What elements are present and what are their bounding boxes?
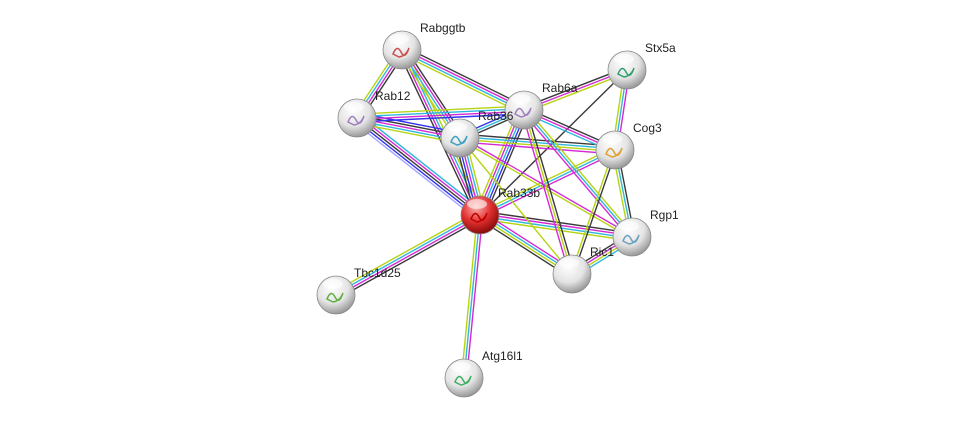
edge-evidence-black xyxy=(356,117,481,216)
edge-evidence-green xyxy=(459,137,573,275)
node-highlight xyxy=(467,199,487,209)
node-highlight xyxy=(389,34,409,44)
edge-rab12-rab6a[interactable] xyxy=(356,105,525,123)
edge-evidence-magenta xyxy=(521,111,631,240)
edge-rab36-ric1[interactable] xyxy=(459,137,573,275)
protein-structure-icon xyxy=(450,135,468,146)
edge-evidence-blue xyxy=(354,119,479,218)
edge-evidence-magenta xyxy=(480,213,633,237)
node-label: Tbc1d25 xyxy=(354,266,401,280)
node-label: Rab6a xyxy=(542,81,578,95)
edge-evidence-magenta xyxy=(400,50,480,216)
node-highlight xyxy=(344,102,364,112)
edge-evidence-green xyxy=(570,149,615,274)
edge-evidence-green xyxy=(525,107,635,236)
edge-evidence-cyan xyxy=(460,136,616,150)
edge-evidence-green xyxy=(356,105,524,115)
edge-evidence-cyan xyxy=(463,214,481,379)
node-rab33b[interactable]: Rab33b xyxy=(460,186,540,235)
node-highlight xyxy=(559,258,579,268)
protein-structure-icon xyxy=(392,47,410,58)
node-label: Ric1 xyxy=(590,245,614,259)
edge-evidence-cyan xyxy=(523,109,633,238)
edge-rab33b-rab12[interactable] xyxy=(353,113,484,220)
node-tbc1d25[interactable]: Tbc1d25 xyxy=(316,266,401,315)
node-highlight xyxy=(323,279,343,289)
protein-structure-icon xyxy=(617,67,635,78)
protein-structure-icon xyxy=(605,147,623,158)
edge-evidence-green xyxy=(459,138,632,239)
node-highlight xyxy=(511,94,531,104)
edge-evidence-magenta xyxy=(336,215,481,297)
edge-evidence-cyan xyxy=(335,213,480,295)
node-label: Cog3 xyxy=(633,121,662,135)
edge-evidence-cyan xyxy=(356,108,524,118)
edge-evidence-green xyxy=(333,210,479,293)
node-rab36[interactable]: Rab36 xyxy=(440,109,514,158)
edge-evidence-black xyxy=(337,217,483,300)
edge-evidence-magenta xyxy=(357,110,525,120)
edge-evidence-black xyxy=(479,69,628,216)
node-highlight xyxy=(447,122,467,132)
node-label: Rgp1 xyxy=(650,208,679,222)
edge-evidence-magenta xyxy=(465,215,484,379)
node-ric1[interactable]: Ric1 xyxy=(552,245,614,294)
edge-evidence-magenta xyxy=(358,115,483,214)
edge-evidence-black xyxy=(572,150,617,275)
edge-rab33b-tbc1d25[interactable] xyxy=(333,210,483,300)
node-label: Rab12 xyxy=(375,89,411,103)
protein-structure-icon xyxy=(454,375,472,386)
nodes-layer: RabggtbStx5aRab6aRab12Rab36Cog3Rab33bRgp… xyxy=(316,21,679,398)
edge-evidence-green xyxy=(460,214,479,378)
edge-evidence-black xyxy=(525,109,576,274)
edge-evidence-blue xyxy=(357,113,525,123)
edge-evidence-cyan xyxy=(401,50,524,112)
edge-evidence-black xyxy=(403,45,527,108)
node-cog3[interactable]: Cog3 xyxy=(595,121,662,170)
edge-evidence-green xyxy=(478,147,615,214)
protein-structure-icon xyxy=(622,234,640,245)
edge-rab6a-ric1[interactable] xyxy=(520,109,576,275)
protein-structure-icon xyxy=(326,292,344,303)
node-label: Rab36 xyxy=(478,109,514,123)
edge-evidence-green xyxy=(479,218,632,242)
protein-structure-icon xyxy=(347,115,365,126)
edge-evidence-black xyxy=(460,133,616,147)
node-stx5a[interactable]: Stx5a xyxy=(607,41,676,90)
edge-evidence-cyan xyxy=(359,113,484,212)
node-label: Stx5a xyxy=(645,41,676,55)
node-atg16l1[interactable]: Atg16l1 xyxy=(444,349,523,398)
node-label: Rab33b xyxy=(498,186,540,200)
node-highlight xyxy=(619,221,639,231)
node-highlight xyxy=(614,54,634,64)
node-rab6a[interactable]: Rab6a xyxy=(504,81,578,130)
node-label: Atg16l1 xyxy=(482,349,523,363)
edge-rab33b-atg16l1[interactable] xyxy=(460,214,484,379)
node-highlight xyxy=(451,362,471,372)
edge-rab33b-stx5a[interactable] xyxy=(479,69,628,216)
edge-evidence-magenta xyxy=(520,110,571,275)
protein-structure-icon xyxy=(514,107,532,118)
node-label: Rabggtb xyxy=(420,21,466,35)
edge-evidence-green xyxy=(399,52,523,115)
node-rgp1[interactable]: Rgp1 xyxy=(612,208,679,257)
edge-cog3-ric1[interactable] xyxy=(570,149,617,275)
edge-rabggtb-rab6a[interactable] xyxy=(399,45,527,115)
edge-evidence-black xyxy=(484,111,530,218)
edge-evidence-lightblue xyxy=(353,121,478,220)
node-rab12[interactable]: Rab12 xyxy=(337,89,411,138)
protein-structure-icon xyxy=(470,212,488,223)
node-highlight xyxy=(602,134,622,144)
edge-evidence-magenta xyxy=(402,48,525,110)
node-rabggtb[interactable]: Rabggtb xyxy=(382,21,466,70)
edge-evidence-green xyxy=(523,109,573,275)
edge-rab6a-rgp1[interactable] xyxy=(521,107,635,240)
